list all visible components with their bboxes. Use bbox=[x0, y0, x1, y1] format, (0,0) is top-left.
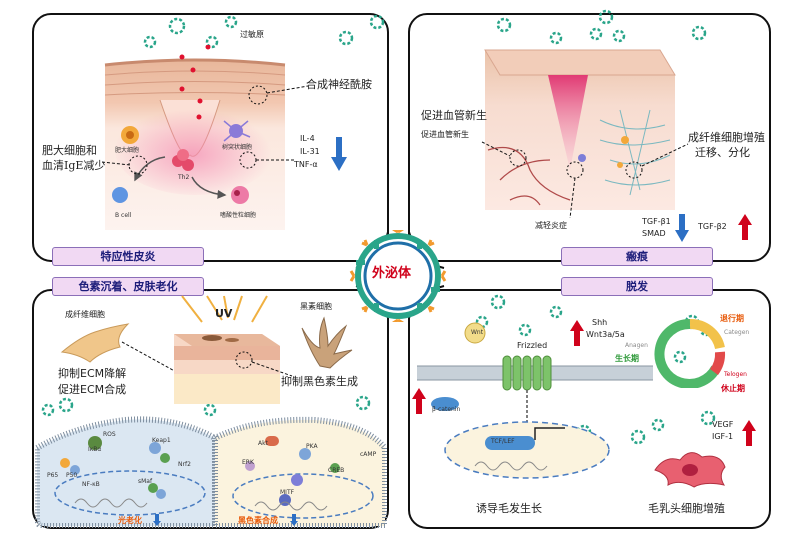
erk-label: ERK bbox=[242, 459, 254, 466]
tcf-label: TCF/LEF bbox=[491, 438, 515, 445]
mast-cell-line1: 肥大细胞和 bbox=[42, 144, 97, 157]
tnf-label: TNF-α bbox=[294, 160, 318, 169]
shh-label: Shh bbox=[592, 318, 608, 327]
fibroblast-icon bbox=[60, 323, 130, 363]
title-pigmentation-aging: 色素沉着、皮肤老化 bbox=[52, 277, 204, 296]
telogen-cn-label: 休止期 bbox=[721, 384, 745, 393]
fibro-pointer bbox=[625, 143, 689, 179]
melanocyte-pointer bbox=[235, 351, 293, 377]
down-arrow-icon bbox=[153, 514, 161, 526]
cell-signaling-illustration bbox=[35, 416, 387, 528]
th2-label: Th2 bbox=[178, 174, 190, 181]
dendritic-label: 树突状细胞 bbox=[222, 144, 253, 151]
title-scar: 瘢痕 bbox=[561, 247, 713, 266]
keap1-label: Keap1 bbox=[152, 437, 171, 444]
down-arrow-icon bbox=[675, 214, 689, 242]
papilla-label: 毛乳头细胞增殖 bbox=[648, 502, 725, 515]
anagen-cn-label: 生长期 bbox=[615, 354, 639, 363]
ikb-label: IκBα bbox=[88, 446, 102, 453]
mast-cell-line2: 血清IgE减少 bbox=[42, 159, 106, 172]
catagen-cn-label: 退行期 bbox=[720, 314, 744, 323]
title-hair-loss: 脱发 bbox=[561, 277, 713, 296]
frizzled-label: Frizzled bbox=[517, 341, 548, 350]
wnt-label: Wnt bbox=[471, 329, 484, 336]
induce-label: 诱导毛发生长 bbox=[476, 502, 542, 515]
skin-illustration-q1 bbox=[104, 45, 286, 230]
nrf2-label: Nrf2 bbox=[178, 461, 191, 468]
ceramide-pointer bbox=[248, 85, 309, 105]
anagen-label: Anagen bbox=[625, 342, 648, 349]
catagen-label: Categen bbox=[724, 329, 750, 336]
tgfb1-label: TGF-β1 bbox=[642, 217, 671, 226]
il4-label: IL-4 bbox=[300, 134, 315, 143]
akt-label: Akt bbox=[258, 440, 268, 447]
fibro-line1: 成纤维细胞增殖 bbox=[688, 131, 765, 144]
hair-cycle-icon bbox=[654, 318, 726, 388]
ceramide-label: 合成神经酰胺 bbox=[306, 78, 372, 91]
photoaging-label: 光老化 bbox=[118, 516, 142, 525]
p65-label: P65 bbox=[47, 472, 59, 479]
exosome-icon bbox=[349, 230, 447, 322]
ros-label: ROS bbox=[103, 431, 116, 438]
mitf-label: MITF bbox=[280, 489, 295, 496]
wnt3a-label: Wnt3a/5a bbox=[586, 330, 625, 339]
vegf-label: VEGF bbox=[712, 420, 734, 429]
melanin-synth-label: 黑色素合成 bbox=[238, 516, 278, 525]
dermal-papilla-cell-icon bbox=[654, 452, 726, 488]
cytokine-pointer bbox=[239, 151, 294, 169]
igf-label: IGF-1 bbox=[712, 432, 734, 441]
creb-label: CREB bbox=[328, 467, 345, 474]
telogen-label: Telogen bbox=[724, 371, 747, 378]
bcatenin-label: β-catenin bbox=[432, 406, 461, 413]
il31-label: IL-31 bbox=[300, 147, 320, 156]
bcell-label: B cell bbox=[115, 212, 132, 219]
mast-cell-pointer bbox=[101, 155, 148, 175]
up-arrow-icon bbox=[742, 420, 756, 446]
inflammation-pointer bbox=[566, 161, 584, 219]
ecm-line2: 促进ECM合成 bbox=[58, 383, 127, 396]
melanocyte-label: 黑素细胞 bbox=[300, 302, 332, 311]
fibroblast-label: 成纤维细胞 bbox=[65, 310, 105, 319]
title-atopic-dermatitis: 特应性皮炎 bbox=[52, 247, 204, 266]
down-arrow-icon bbox=[331, 137, 347, 171]
ecm-line1: 抑制ECM降解 bbox=[58, 367, 127, 380]
up-arrow-icon bbox=[570, 320, 584, 346]
inflammation-label: 减轻炎症 bbox=[535, 221, 567, 230]
uv-skin-illustration bbox=[174, 295, 280, 404]
melanocyte-icon bbox=[301, 316, 353, 369]
wnt-pathway-illustration bbox=[417, 322, 653, 479]
eosinophil-label: 嗜酸性粒细胞 bbox=[220, 212, 257, 219]
skin-illustration-q2 bbox=[484, 49, 676, 210]
exosome-label: 外泌体 bbox=[372, 266, 412, 281]
nfkb-label: NF-κB bbox=[82, 481, 100, 488]
smaf-label: sMaf bbox=[138, 478, 153, 485]
allergen-label: 过敏原 bbox=[240, 30, 264, 39]
tgfb2-label: TGF-β2 bbox=[698, 222, 727, 231]
smad-label: SMAD bbox=[642, 229, 666, 238]
up-arrow-icon bbox=[738, 214, 752, 240]
angio-label-small: 促进血管新生 bbox=[421, 130, 469, 139]
mast-cell-label: 肥大细胞 bbox=[115, 147, 140, 154]
down-arrow-icon bbox=[290, 514, 298, 526]
uv-label: UV bbox=[215, 307, 233, 320]
fibro-line2: 迁移、分化 bbox=[695, 146, 750, 159]
camp-label: cAMP bbox=[360, 451, 377, 458]
up-arrow-icon bbox=[412, 388, 426, 414]
melanin-inhibit-label: 抑制黑色素生成 bbox=[281, 375, 358, 388]
p50-label: P50 bbox=[66, 472, 78, 479]
angio-pointer bbox=[481, 141, 527, 167]
pka-label: PKA bbox=[306, 443, 318, 450]
angio-label-bold: 促进血管新生 bbox=[421, 109, 487, 122]
